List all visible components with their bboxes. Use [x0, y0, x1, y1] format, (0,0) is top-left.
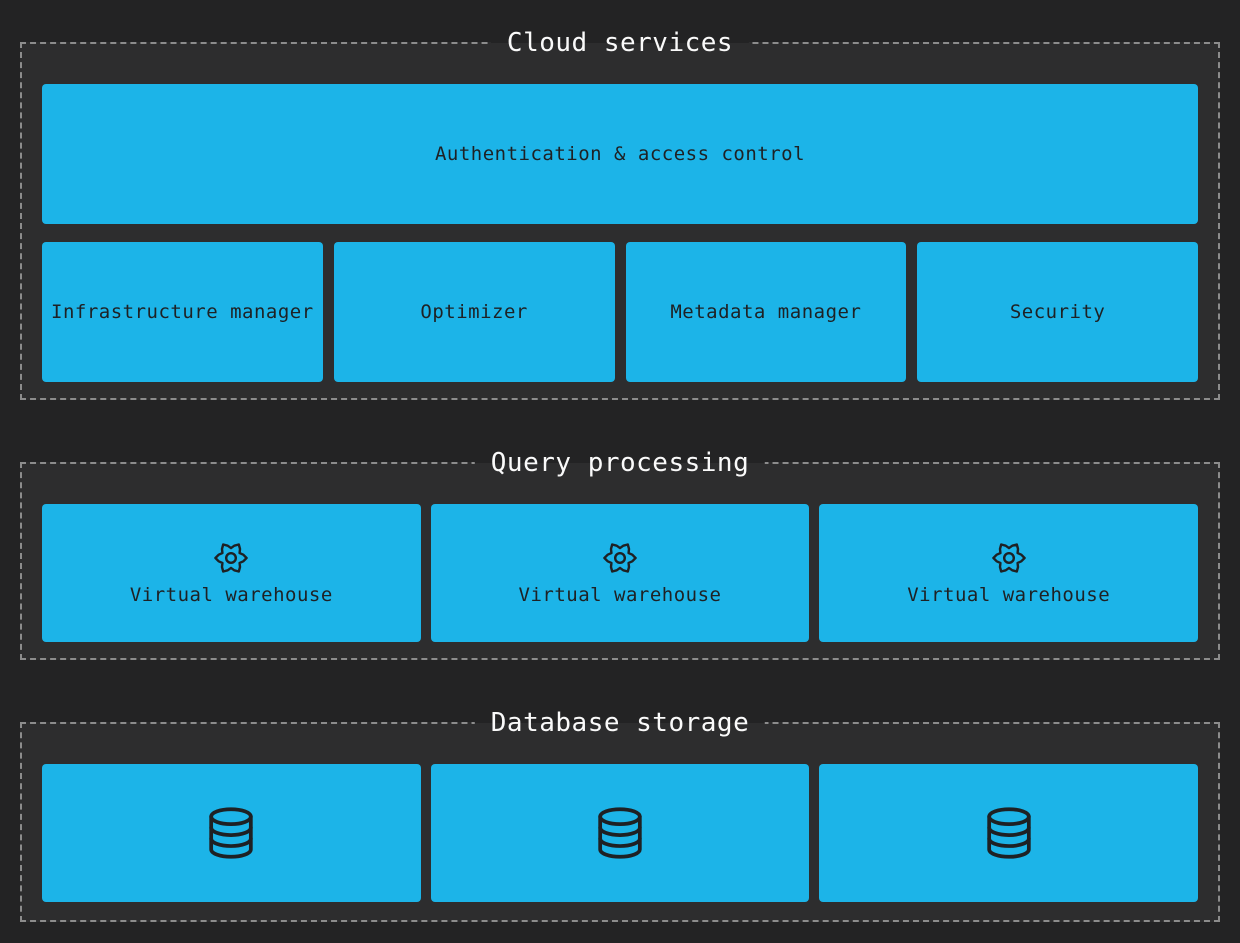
virtual-warehouse-label: Virtual warehouse [907, 583, 1111, 606]
optimizer-label: Optimizer [420, 301, 528, 323]
security-box: Security [917, 242, 1198, 382]
metadata-manager-box: Metadata manager [625, 242, 907, 382]
virtual-warehouse-box-1: Virtual warehouse [42, 504, 421, 642]
section-database-storage: Database storage [20, 703, 1220, 922]
database-box-1 [42, 764, 421, 902]
database-box-3 [819, 764, 1199, 902]
gear-icon [603, 542, 637, 573]
optimizer-box: Optimizer [333, 242, 615, 382]
metadata-manager-label: Metadata manager [670, 301, 862, 323]
architecture-diagram: Cloud services Authentication & access c… [0, 23, 1240, 922]
section-query-processing: Query processing Virtual warehouse Virtu… [20, 443, 1220, 660]
infrastructure-manager-label: Infrastructure manager [51, 301, 314, 323]
gear-icon [214, 542, 249, 573]
virtual-warehouse-box-2: Virtual warehouse [430, 504, 810, 642]
auth-access-control-box: Authentication & access control [42, 84, 1198, 224]
query-processing-row: Virtual warehouse Virtual warehouse Virt… [42, 504, 1199, 642]
section-title-database-storage: Database storage [474, 703, 766, 743]
section-title-query-processing: Query processing [474, 443, 766, 483]
section-cloud-services: Cloud services Authentication & access c… [20, 23, 1220, 400]
auth-access-control-label: Authentication & access control [434, 143, 806, 165]
database-icon [598, 807, 642, 859]
security-label: Security [1009, 301, 1106, 323]
gear-icon [991, 542, 1026, 573]
infrastructure-manager-box: Infrastructure manager [42, 242, 323, 382]
database-storage-row [42, 764, 1199, 902]
virtual-warehouse-label: Virtual warehouse [518, 583, 722, 606]
virtual-warehouse-label: Virtual warehouse [129, 583, 333, 606]
database-box-2 [430, 764, 810, 902]
database-icon [986, 807, 1031, 859]
database-icon [209, 807, 254, 859]
cloud-services-row: Infrastructure manager Optimizer Metadat… [42, 242, 1198, 382]
virtual-warehouse-box-3: Virtual warehouse [819, 504, 1199, 642]
section-title-cloud-services: Cloud services [490, 23, 750, 63]
